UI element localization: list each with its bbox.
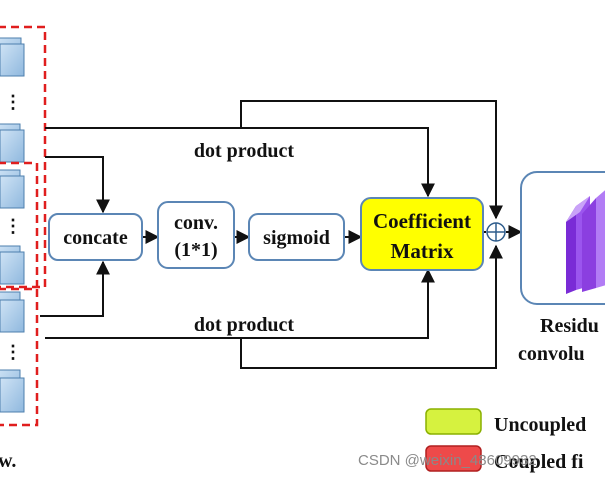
feature-map-stack-middle: ⋮: [0, 169, 25, 285]
concate-node: concate: [48, 213, 143, 261]
legend: Uncoupled Coupled fi: [425, 408, 586, 473]
concate-label: concate: [63, 227, 128, 249]
svg-text:⋮: ⋮: [4, 92, 22, 112]
residual-3d-bars-icon: [566, 190, 605, 294]
conv-node: conv. (1*1): [157, 201, 235, 269]
arrow-bottom-input-to-concate: [40, 260, 110, 317]
csdn-watermark: CSDN @weixin_48609932: [358, 452, 537, 469]
feature-map-stack-top: ⋮: [0, 37, 25, 163]
conv-label-line2: (1*1): [174, 239, 217, 261]
legend-label-coupled: Coupled fi: [494, 451, 584, 473]
dashed-group-middle: [0, 161, 39, 287]
dot-product-label-top: dot product: [194, 140, 295, 162]
sigmoid-node: sigmoid: [248, 213, 345, 261]
svg-text:⋮: ⋮: [4, 216, 22, 236]
coefficient-matrix-label-line2: Matrix: [391, 239, 454, 263]
feature-map-stack-bottom: ⋮: [0, 291, 25, 413]
arrow-bottom-dot-product: [45, 268, 435, 339]
connectors: [40, 100, 523, 369]
dot-product-label-bottom: dot product: [194, 314, 295, 336]
legend-label-uncoupled: Uncoupled: [494, 414, 586, 436]
arrow-top-loop-to-sum: [240, 100, 503, 220]
sigmoid-label: sigmoid: [263, 227, 330, 249]
arrow-bottom-loop-to-sum: [240, 244, 503, 369]
residual-block: Residu convolu: [518, 171, 605, 365]
legend-item-coupled: Coupled fi: [425, 445, 584, 473]
dashed-group-bottom: [0, 287, 39, 427]
sum-operator: [486, 222, 506, 242]
conv-label-line1: conv.: [174, 212, 218, 234]
legend-swatch-coupled: [425, 445, 482, 472]
residual-label-line2: convolu: [518, 343, 585, 365]
legend-item-uncoupled: Uncoupled: [425, 408, 586, 436]
arrow-top-dot-product: [45, 127, 435, 198]
cropped-caption-fragment: w.: [0, 450, 16, 472]
arrow-top-input-to-concate: [45, 156, 110, 214]
svg-text:⋮: ⋮: [4, 342, 22, 362]
legend-swatch-uncoupled: [425, 408, 482, 435]
coefficient-matrix-label-line1: Coefficient: [373, 209, 471, 233]
coefficient-matrix-node: Coefficient Matrix: [360, 197, 484, 271]
residual-label-line1: Residu: [540, 315, 599, 337]
